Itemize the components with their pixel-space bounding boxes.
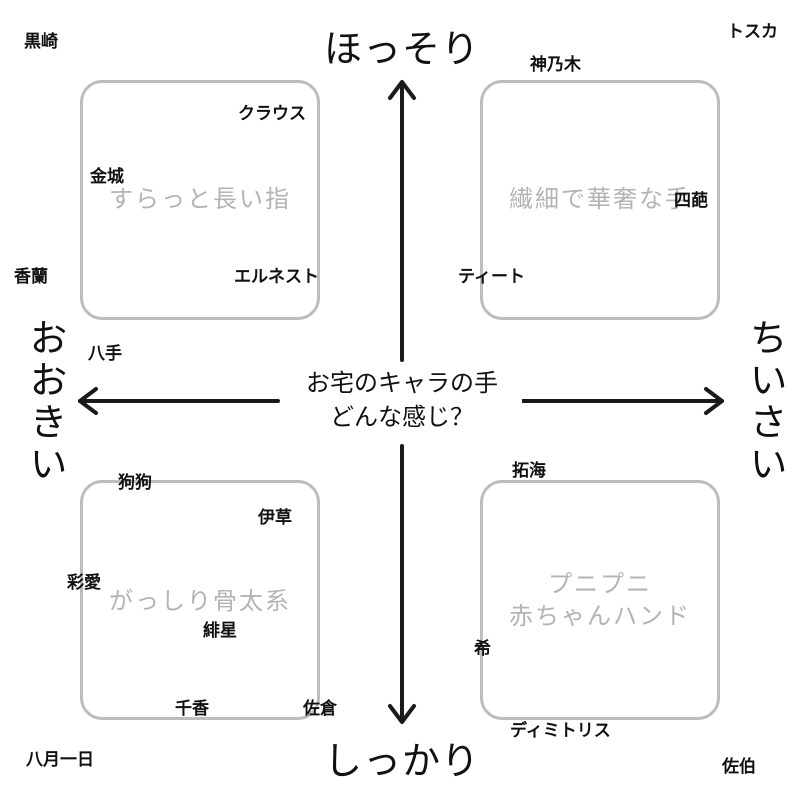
axis-label-bottom: しっかり [324, 739, 481, 783]
char-saiai: 彩愛 [67, 573, 101, 593]
char-nozomi: 希 [474, 639, 491, 659]
arrowhead-down [388, 704, 416, 724]
char-kinjo: 金城 [90, 167, 124, 187]
quadrant-top-right-box [480, 80, 720, 320]
char-kouran: 香蘭 [14, 267, 48, 287]
center-title: お宅のキャラの手 どんな感じ？ [282, 366, 522, 434]
quadrant-bottom-left-box [80, 480, 320, 720]
quadrant-bottom-right-caption-line2: 赤ちゃんハンド [509, 602, 691, 630]
quadrant-bottom-right-box [480, 480, 720, 720]
char-sakura: 佐倉 [303, 699, 337, 719]
char-dimitris: ディミトリス [510, 721, 611, 741]
char-shihana: 四葩 [674, 191, 708, 211]
quadrant-bottom-right-caption-line1: プニプニ [548, 570, 652, 598]
char-kurosaki: 黒崎 [24, 32, 58, 52]
char-ernest: エルネスト [234, 267, 319, 287]
axis-label-top: ほっそり [324, 27, 481, 71]
arrowhead-left [78, 387, 98, 415]
char-kamiyagi: 神乃木 [530, 55, 581, 75]
char-ikusa: 伊草 [258, 508, 292, 528]
char-chika: 千香 [175, 699, 209, 719]
char-clausu: クラウス [238, 104, 306, 124]
quadrant-bottom-left-caption: がっしり骨太系 [109, 587, 291, 615]
char-kuku: 狗狗 [118, 473, 152, 493]
axis-label-left: おおきい [23, 318, 67, 486]
char-tito: ティート [458, 267, 525, 287]
char-hisei: 緋星 [203, 621, 237, 641]
center-title-line2: どんな感じ？ [330, 403, 474, 431]
quadrant-top-left-box [80, 80, 320, 320]
axis-label-right: ちいさい [743, 318, 787, 486]
quadrant-top-left-caption: すらっと長い指 [109, 185, 291, 213]
center-title-line1: お宅のキャラの手 [306, 369, 498, 397]
char-takumi: 拓海 [512, 461, 546, 481]
arrowhead-up [388, 80, 416, 100]
quadrant-top-right-caption: 繊細で華奢な手 [509, 185, 691, 213]
arrowhead-right [704, 387, 724, 415]
char-tosca: トスカ [727, 22, 778, 42]
char-hatte: 八手 [88, 344, 122, 364]
char-saeki: 佐伯 [722, 757, 756, 777]
char-hachigatsu: 八月一日 [26, 750, 94, 770]
